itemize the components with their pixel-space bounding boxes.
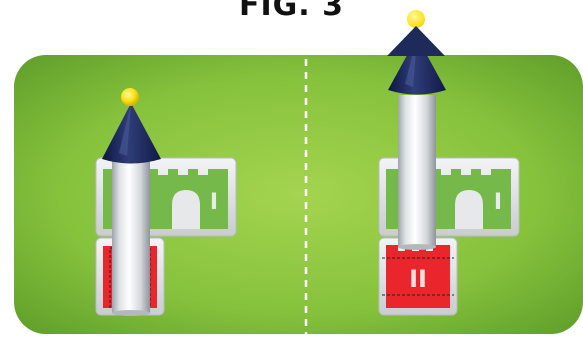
upper-card-numeral-right: I bbox=[494, 190, 502, 215]
lower-card-numeral-right: II bbox=[409, 265, 427, 293]
figure-title: FIG. 3 bbox=[0, 0, 583, 23]
upper-card-numeral-left: I bbox=[210, 190, 218, 215]
roof-right-top bbox=[387, 26, 445, 56]
finial-left bbox=[121, 88, 139, 106]
